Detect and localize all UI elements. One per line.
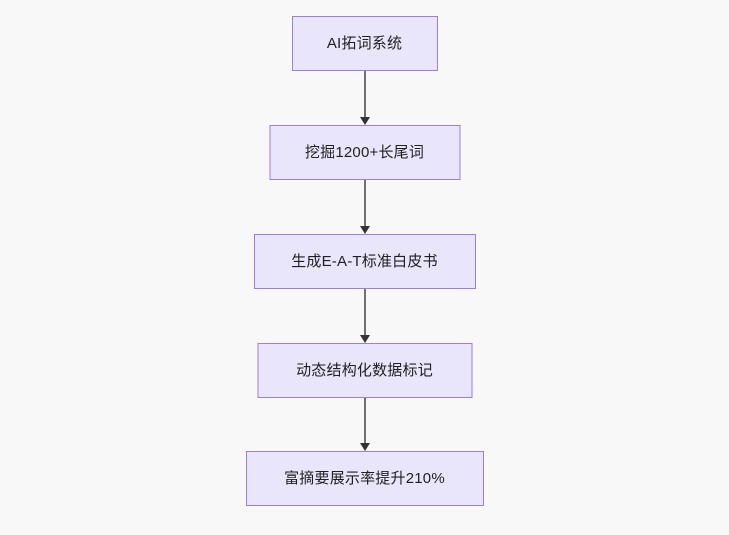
flowchart-node-label: AI拓词系统 [326,35,403,52]
flowchart-node-n5[interactable]: 富摘要展示率提升210% [245,451,484,506]
edge-line [363,71,366,118]
flowchart-node-label: 动态结构化数据标记 [296,362,433,379]
edge-line [363,180,366,227]
arrow-down-icon [359,443,370,451]
flowchart-node-label: 挖掘1200+长尾词 [304,144,425,161]
flowchart-node-n3[interactable]: 生成E-A-T标准白皮书 [253,234,476,289]
flowchart-node-n1[interactable]: AI拓词系统 [291,16,438,71]
edge-line [363,289,366,336]
arrow-down-icon [359,335,370,343]
flowchart-edge-n1-n2 [358,71,372,125]
flowchart-edge-n3-n4 [358,289,372,343]
flowchart-node-label: 富摘要展示率提升210% [284,470,445,487]
flowchart-edge-n4-n5 [358,398,372,451]
flowchart-edge-n2-n3 [358,180,372,234]
arrow-down-icon [359,117,370,125]
edge-line [363,398,366,444]
flowchart-node-label: 生成E-A-T标准白皮书 [291,253,438,270]
arrow-down-icon [359,226,370,234]
flowchart-node-n2[interactable]: 挖掘1200+长尾词 [269,125,460,180]
flowchart-node-n4[interactable]: 动态结构化数据标记 [257,343,472,398]
